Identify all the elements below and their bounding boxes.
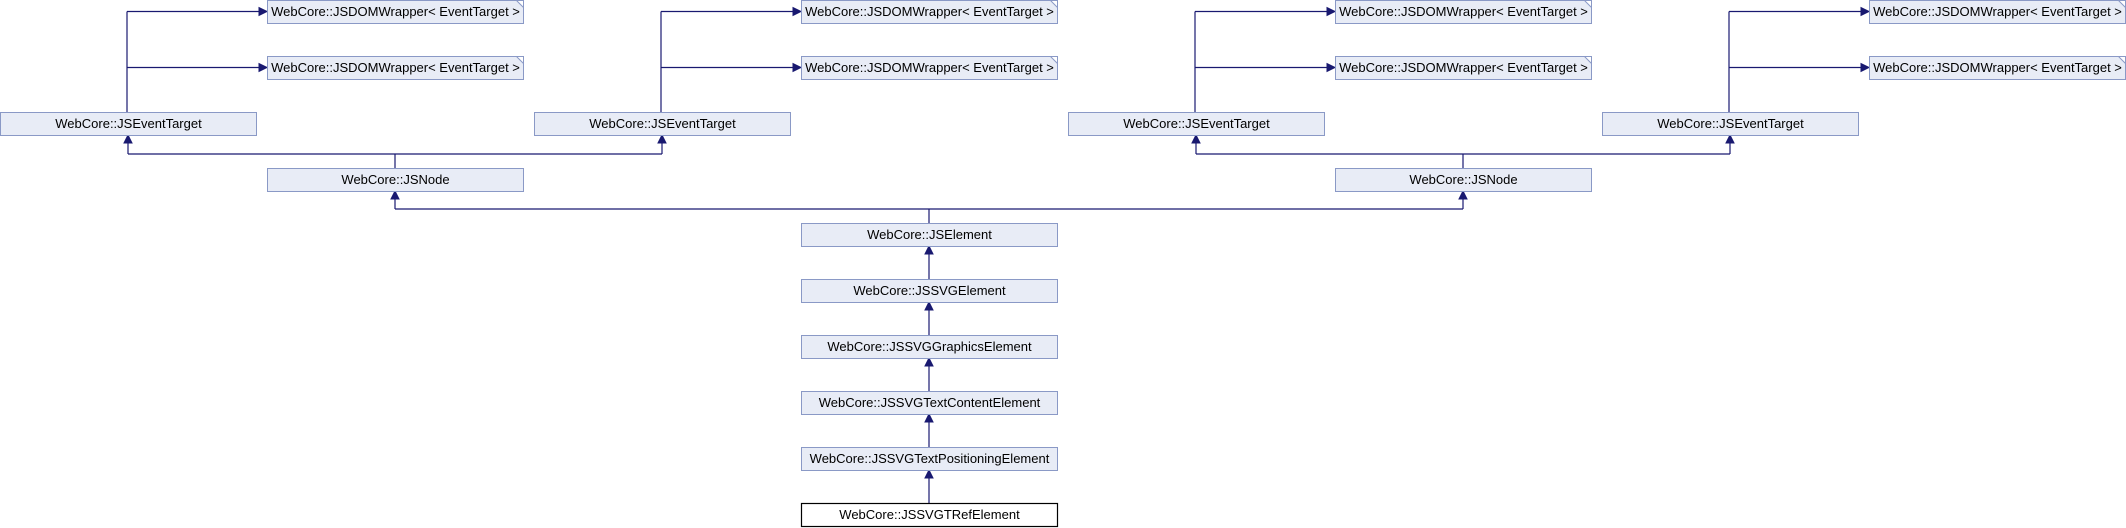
node-label: WebCore::JSSVGTRefElement [839,507,1020,522]
node-label: WebCore::JSDOMWrapper< EventTarget > [1873,60,2122,75]
node-box [801,0,1058,24]
arrowhead [390,189,400,200]
node-label: WebCore::JSEventTarget [1123,116,1270,131]
node-label: WebCore::JSSVGTextContentElement [819,395,1041,410]
arrowhead [1326,6,1337,17]
arrowhead [924,244,934,255]
node-label: WebCore::JSDOMWrapper< EventTarget > [1339,4,1588,19]
external-fold-icon [1049,56,1058,65]
arrowhead [258,62,269,73]
node-label: WebCore::JSNode [1409,172,1517,187]
arrowhead [924,356,934,367]
node-box [0,112,257,136]
node-label: WebCore::JSDOMWrapper< EventTarget > [1339,60,1588,75]
node-label: WebCore::JSDOMWrapper< EventTarget > [1873,4,2122,19]
node-box [267,168,524,192]
node-label: WebCore::JSEventTarget [55,116,202,131]
node-label: WebCore::JSEventTarget [589,116,736,131]
node-external-class[interactable]: WebCore::JSDOMWrapper< EventTarget > [267,0,524,24]
node-box [801,223,1058,247]
node-label: WebCore::JSDOMWrapper< EventTarget > [271,4,520,19]
node-external-class[interactable]: WebCore::JSDOMWrapper< EventTarget > [267,56,524,80]
arrowhead [657,133,667,144]
node-box [1602,112,1859,136]
node-class[interactable]: WebCore::JSSVGTextContentElement [801,391,1058,415]
external-fold-icon [1049,0,1058,9]
external-fold-icon [1583,56,1592,65]
external-fold-icon [1583,0,1592,9]
arrowhead [924,412,934,423]
node-box [1335,0,1592,24]
node-box [1068,112,1325,136]
arrowhead [1326,62,1337,73]
node-label: WebCore::JSElement [867,227,992,242]
node-external-class[interactable]: WebCore::JSDOMWrapper< EventTarget > [801,56,1058,80]
node-external-class[interactable]: WebCore::JSDOMWrapper< EventTarget > [1335,56,1592,80]
node-label: WebCore::JSSVGGraphicsElement [827,339,1032,354]
node-class[interactable]: WebCore::JSEventTarget [1602,112,1859,136]
node-label: WebCore::JSDOMWrapper< EventTarget > [805,4,1054,19]
node-current-class: WebCore::JSSVGTRefElement [800,502,1059,528]
arrowhead [924,300,934,311]
node-label: WebCore::JSSVGElement [853,283,1006,298]
node-box [534,112,791,136]
node-label: WebCore::JSDOMWrapper< EventTarget > [271,60,520,75]
arrowhead [1725,133,1735,144]
arrowhead [1860,62,1871,73]
arrowhead [123,133,133,144]
node-box [801,335,1058,359]
node-label: WebCore::JSEventTarget [1657,116,1804,131]
arrowhead [792,6,803,17]
node-class[interactable]: WebCore::JSNode [267,168,524,192]
node-class[interactable]: WebCore::JSEventTarget [534,112,791,136]
node-box [800,502,1059,528]
node-label: WebCore::JSSVGTextPositioningElement [810,451,1050,466]
node-box [1335,56,1592,80]
node-class[interactable]: WebCore::JSElement [801,223,1058,247]
node-class[interactable]: WebCore::JSSVGGraphicsElement [801,335,1058,359]
node-external-class[interactable]: WebCore::JSDOMWrapper< EventTarget > [1869,0,2126,24]
inheritance-edges [123,6,1871,503]
node-class[interactable]: WebCore::JSSVGTextPositioningElement [801,447,1058,471]
node-external-class[interactable]: WebCore::JSDOMWrapper< EventTarget > [801,0,1058,24]
arrowhead [1191,133,1201,144]
node-label: WebCore::JSNode [341,172,449,187]
arrowhead [924,468,934,479]
node-box [1335,168,1592,192]
node-box [801,279,1058,303]
node-box [801,56,1058,80]
node-box [801,391,1058,415]
node-box [267,0,524,24]
node-box [801,447,1058,471]
arrowhead [792,62,803,73]
node-external-class[interactable]: WebCore::JSDOMWrapper< EventTarget > [1335,0,1592,24]
node-class[interactable]: WebCore::JSNode [1335,168,1592,192]
node-class[interactable]: WebCore::JSSVGElement [801,279,1058,303]
node-label: WebCore::JSDOMWrapper< EventTarget > [805,60,1054,75]
node-external-class[interactable]: WebCore::JSDOMWrapper< EventTarget > [1869,56,2126,80]
node-class[interactable]: WebCore::JSEventTarget [1068,112,1325,136]
external-fold-icon [515,56,524,65]
external-fold-icon [515,0,524,9]
arrowhead [1860,6,1871,17]
arrowhead [1458,189,1468,200]
node-class[interactable]: WebCore::JSEventTarget [0,112,257,136]
arrowhead [258,6,269,17]
node-box [267,56,524,80]
